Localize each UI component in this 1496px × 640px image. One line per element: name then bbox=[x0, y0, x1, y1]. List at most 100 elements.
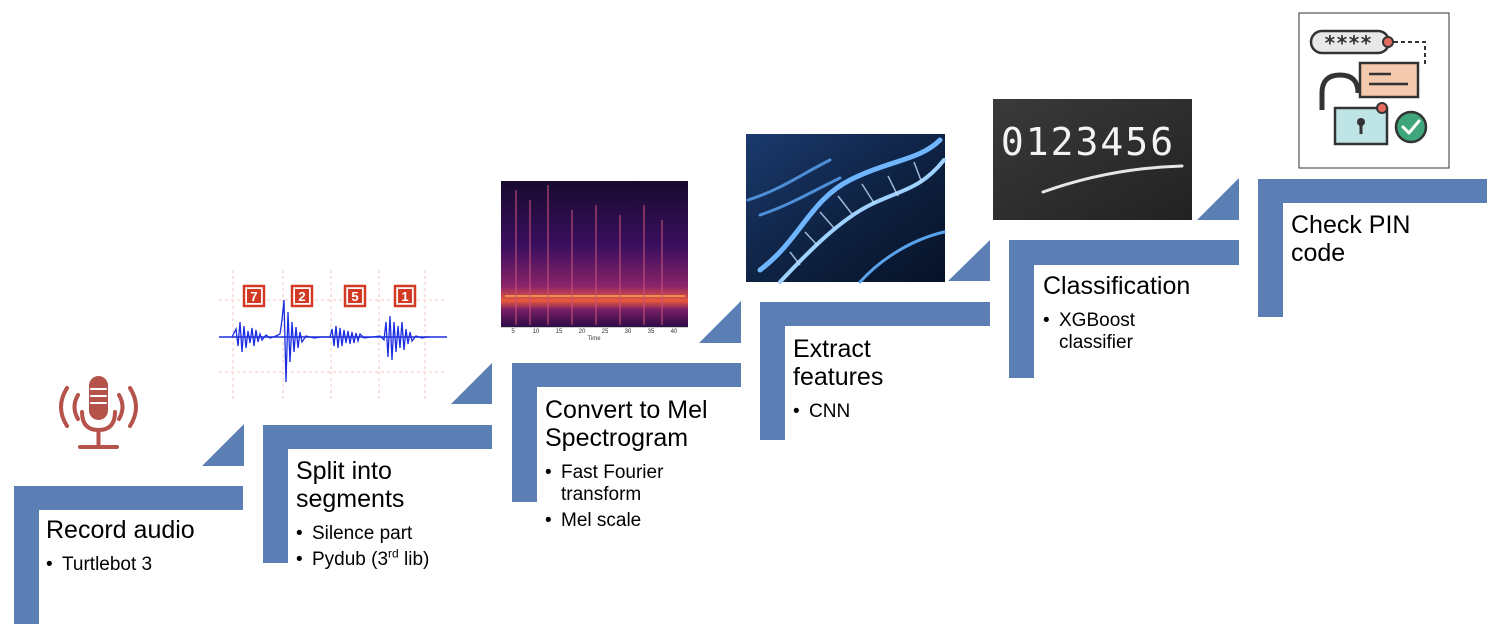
step-2-title: Split into segments bbox=[296, 457, 429, 513]
waveform-segments-image: 7 2 5 1 bbox=[219, 268, 449, 404]
staircase bbox=[14, 178, 1487, 624]
step-3-title-line-2: Spectrogram bbox=[545, 424, 689, 452]
step-classification: Classification XGBoost classifier bbox=[1043, 272, 1190, 358]
step-5-bullets: XGBoost classifier bbox=[1043, 310, 1190, 354]
stair-step-3 bbox=[512, 363, 741, 502]
stair-connector-2 bbox=[451, 363, 492, 404]
stair-step-4 bbox=[760, 302, 990, 440]
step-3-bullet-1-line-2: transform bbox=[561, 484, 642, 505]
step-1-bullets: Turtlebot 3 bbox=[46, 554, 195, 576]
stair-6-left bbox=[1258, 179, 1283, 317]
spectrogram-tick-3: 20 bbox=[579, 329, 586, 335]
stair-6-top bbox=[1258, 179, 1487, 203]
pin-mask: **** bbox=[1324, 31, 1372, 55]
stair-1-left bbox=[14, 486, 39, 624]
stair-step-5 bbox=[1009, 240, 1239, 378]
step-2-bullet-2-after: lib) bbox=[398, 549, 430, 570]
step-1-bullet-1: Turtlebot 3 bbox=[46, 554, 195, 576]
check-mark-icon bbox=[1401, 119, 1421, 135]
step-4-title-line-2: features bbox=[793, 363, 884, 391]
stair-3-top bbox=[512, 363, 741, 387]
dna-rungs bbox=[789, 161, 923, 266]
step-record-audio: Record audio Turtlebot 3 bbox=[46, 516, 195, 580]
stair-5-left bbox=[1009, 240, 1034, 378]
spectrogram-plot bbox=[501, 181, 688, 327]
step-3-bullet-1: Fast Fourier transform bbox=[545, 462, 708, 506]
stair-step-6 bbox=[1258, 179, 1487, 317]
stair-connector-3 bbox=[699, 301, 741, 343]
step-2-bullet-2-before: Pydub (3 bbox=[312, 549, 389, 570]
step-2-bullet-2-sup: rd bbox=[388, 546, 399, 561]
digit-badge-2: 2 bbox=[290, 284, 314, 308]
message-card bbox=[1358, 61, 1420, 99]
step-4-title: Extract features bbox=[793, 335, 883, 391]
step-1-title: Record audio bbox=[46, 516, 195, 544]
step-2-bullet-1: Silence part bbox=[296, 523, 429, 545]
stair-5-top bbox=[1009, 240, 1239, 265]
spectrogram-tick-7: 40 bbox=[671, 329, 678, 335]
step-6-title-line-2: code bbox=[1291, 239, 1346, 267]
digit-badge-5-label: 5 bbox=[351, 289, 358, 304]
spectrogram-axis-label: Time bbox=[587, 336, 601, 342]
step-3-bullet-2: Mel scale bbox=[545, 510, 708, 532]
digit-badge-5: 5 bbox=[343, 284, 367, 308]
check-badge bbox=[1394, 110, 1428, 144]
step-5-bullet-1-line-2: classifier bbox=[1059, 332, 1133, 353]
step-3-title: Convert to Mel Spectrogram bbox=[545, 396, 708, 452]
stair-4-top bbox=[760, 302, 990, 326]
spectrogram-tick-1: 10 bbox=[533, 329, 540, 335]
stair-2-top bbox=[263, 425, 492, 449]
stair-connector-5 bbox=[1197, 178, 1239, 220]
step-5-bullet-1-line-1: XGBoost bbox=[1059, 310, 1136, 331]
stair-step-1 bbox=[14, 486, 243, 624]
microphone-icon bbox=[59, 376, 138, 449]
step-2-bullet-2: Pydub (3rd lib) bbox=[296, 546, 430, 571]
spectrogram-tick-6: 35 bbox=[648, 329, 655, 335]
dna-helix-image bbox=[746, 134, 946, 284]
digit-badges: 7 2 5 1 bbox=[242, 284, 417, 308]
spectrogram-streaks bbox=[515, 185, 663, 325]
digit-badge-1-label: 1 bbox=[401, 289, 408, 304]
lock-shackle bbox=[1319, 72, 1361, 110]
spectrogram-axis: 5 10 15 20 25 30 35 40 Time bbox=[501, 326, 688, 342]
digit-badge-1: 1 bbox=[393, 284, 417, 308]
step-3-bullet-1-line-1: Fast Fourier bbox=[561, 462, 664, 483]
step-6-title-line-1: Check PIN bbox=[1291, 211, 1411, 239]
step-2-title-line-1: Split into bbox=[296, 457, 392, 485]
pin-lock-icon: **** bbox=[1298, 12, 1450, 169]
spectrogram-tick-2: 15 bbox=[556, 329, 563, 335]
digit-badge-7-label: 7 bbox=[250, 289, 257, 304]
stair-4-left bbox=[760, 302, 785, 440]
step-4-title-line-1: Extract bbox=[793, 335, 871, 363]
chalkboard-digits: 0123456 bbox=[1001, 120, 1175, 164]
spectrogram-tick-0: 5 bbox=[511, 329, 515, 335]
mel-spectrogram-image: 5 10 15 20 25 30 35 40 Time bbox=[499, 179, 691, 342]
step-2-bullets: Silence part Pydub (3rd lib) bbox=[296, 523, 429, 571]
spectrogram-tick-4: 25 bbox=[602, 329, 609, 335]
stair-connector-4 bbox=[948, 240, 990, 281]
step-2-title-line-2: segments bbox=[296, 485, 405, 513]
stair-connector-1 bbox=[202, 424, 244, 466]
step-check-pin: Check PIN code bbox=[1291, 211, 1410, 277]
step-split-segments: Split into segments Silence part Pydub (… bbox=[296, 457, 429, 575]
waveform-signal bbox=[231, 299, 430, 383]
step-4-bullet-1: CNN bbox=[793, 401, 883, 423]
stair-3-left bbox=[512, 363, 537, 502]
digit-badge-7: 7 bbox=[242, 284, 266, 308]
step-mel-spectrogram: Convert to Mel Spectrogram Fast Fourier … bbox=[545, 396, 708, 536]
step-6-title: Check PIN code bbox=[1291, 211, 1410, 267]
spectrogram-tick-5: 30 bbox=[625, 329, 632, 335]
chalkboard-digits-image: 0123456 bbox=[993, 99, 1192, 220]
digit-badge-2-label: 2 bbox=[298, 289, 305, 304]
step-extract-features: Extract features CNN bbox=[793, 335, 883, 427]
stair-1-top bbox=[14, 486, 243, 510]
stair-step-2 bbox=[263, 425, 492, 563]
step-3-title-line-1: Convert to Mel bbox=[545, 396, 708, 424]
step-4-bullets: CNN bbox=[793, 401, 883, 423]
stair-2-left bbox=[263, 425, 288, 563]
chalk-underline bbox=[1041, 164, 1184, 194]
step-5-title: Classification bbox=[1043, 272, 1191, 300]
step-5-bullet-1: XGBoost classifier bbox=[1043, 310, 1190, 354]
step-3-bullets: Fast Fourier transform Mel scale bbox=[545, 462, 708, 532]
